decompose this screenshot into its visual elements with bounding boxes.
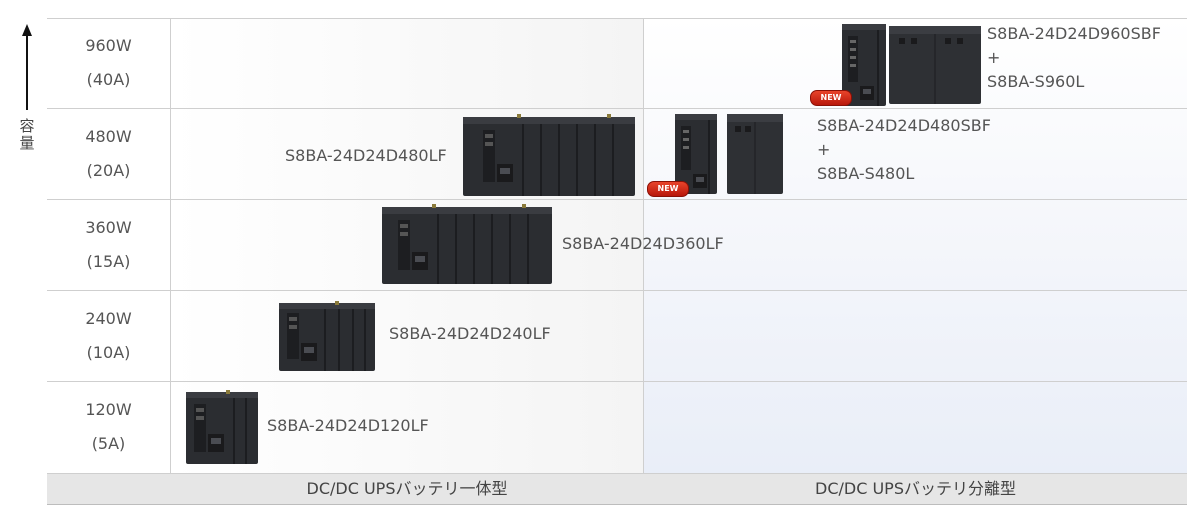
- product-lineup-grid: 960W (40A) 480W (20A) 360W (15A) 240W (1…: [47, 18, 1187, 505]
- new-badge: NEW: [647, 181, 689, 197]
- grid-line: [47, 381, 1187, 382]
- product-plus-sign: +: [987, 48, 1001, 67]
- row-label-120w: 120W (5A): [47, 382, 170, 472]
- new-badge: NEW: [810, 90, 852, 106]
- product-model-line2: S8BA-S480L: [817, 164, 915, 183]
- column-label-integrated: DC/DC UPSバッテリ一体型: [306, 479, 508, 498]
- row-power: 120W: [85, 400, 132, 419]
- device-image-s960l: [889, 26, 981, 104]
- row-current: (10A): [86, 343, 131, 362]
- row-current: (5A): [91, 434, 126, 453]
- row-current: (15A): [86, 252, 131, 271]
- grid-line: [47, 108, 1187, 109]
- device-image-240lf: [279, 301, 375, 371]
- column-label-separated: DC/DC UPSバッテリ分離型: [815, 479, 1016, 498]
- device-image-480lf: [463, 114, 635, 196]
- row-current: (20A): [86, 161, 131, 180]
- device-image-s480l: [727, 114, 783, 194]
- product-label-240lf: S8BA-24D24D240LF: [389, 324, 551, 343]
- product-model-line1: S8BA-24D24D480SBF: [817, 116, 991, 135]
- product-label-480lf: S8BA-24D24D480LF: [285, 146, 447, 165]
- grid-line: [47, 199, 1187, 200]
- product-plus-sign: +: [817, 140, 831, 159]
- row-label-360w: 360W (15A): [47, 200, 170, 290]
- axis-arrow-up-icon: [22, 24, 32, 110]
- device-image-120lf: [186, 390, 258, 464]
- device-image-360lf: [382, 204, 552, 284]
- grid-line: [170, 18, 171, 473]
- product-label-480sbf: S8BA-24D24D480SBF + S8BA-S480L: [817, 114, 991, 186]
- axis-label: 容量: [19, 117, 35, 152]
- row-power: 240W: [85, 309, 132, 328]
- row-power: 360W: [85, 218, 132, 237]
- grid-line: [643, 18, 644, 473]
- device-image-480sbf: [675, 114, 717, 194]
- product-label-960sbf: S8BA-24D24D960SBF + S8BA-S960L: [987, 22, 1161, 94]
- row-power: 480W: [85, 127, 132, 146]
- row-current: (40A): [86, 70, 131, 89]
- row-label-240w: 240W (10A): [47, 291, 170, 381]
- product-label-120lf: S8BA-24D24D120LF: [267, 416, 429, 435]
- capacity-axis: 容量: [12, 24, 40, 164]
- product-model-line2: S8BA-S960L: [987, 72, 1085, 91]
- device-image-960sbf: [842, 24, 886, 106]
- product-model-line1: S8BA-24D24D960SBF: [987, 24, 1161, 43]
- column-footer: DC/DC UPSバッテリ一体型 DC/DC UPSバッテリ分離型: [47, 473, 1187, 505]
- row-label-960w: 960W (40A): [47, 18, 170, 108]
- grid-line: [47, 18, 1187, 19]
- row-power: 960W: [85, 36, 132, 55]
- row-label-480w: 480W (20A): [47, 109, 170, 199]
- grid-line: [47, 290, 1187, 291]
- product-label-360lf: S8BA-24D24D360LF: [562, 234, 724, 253]
